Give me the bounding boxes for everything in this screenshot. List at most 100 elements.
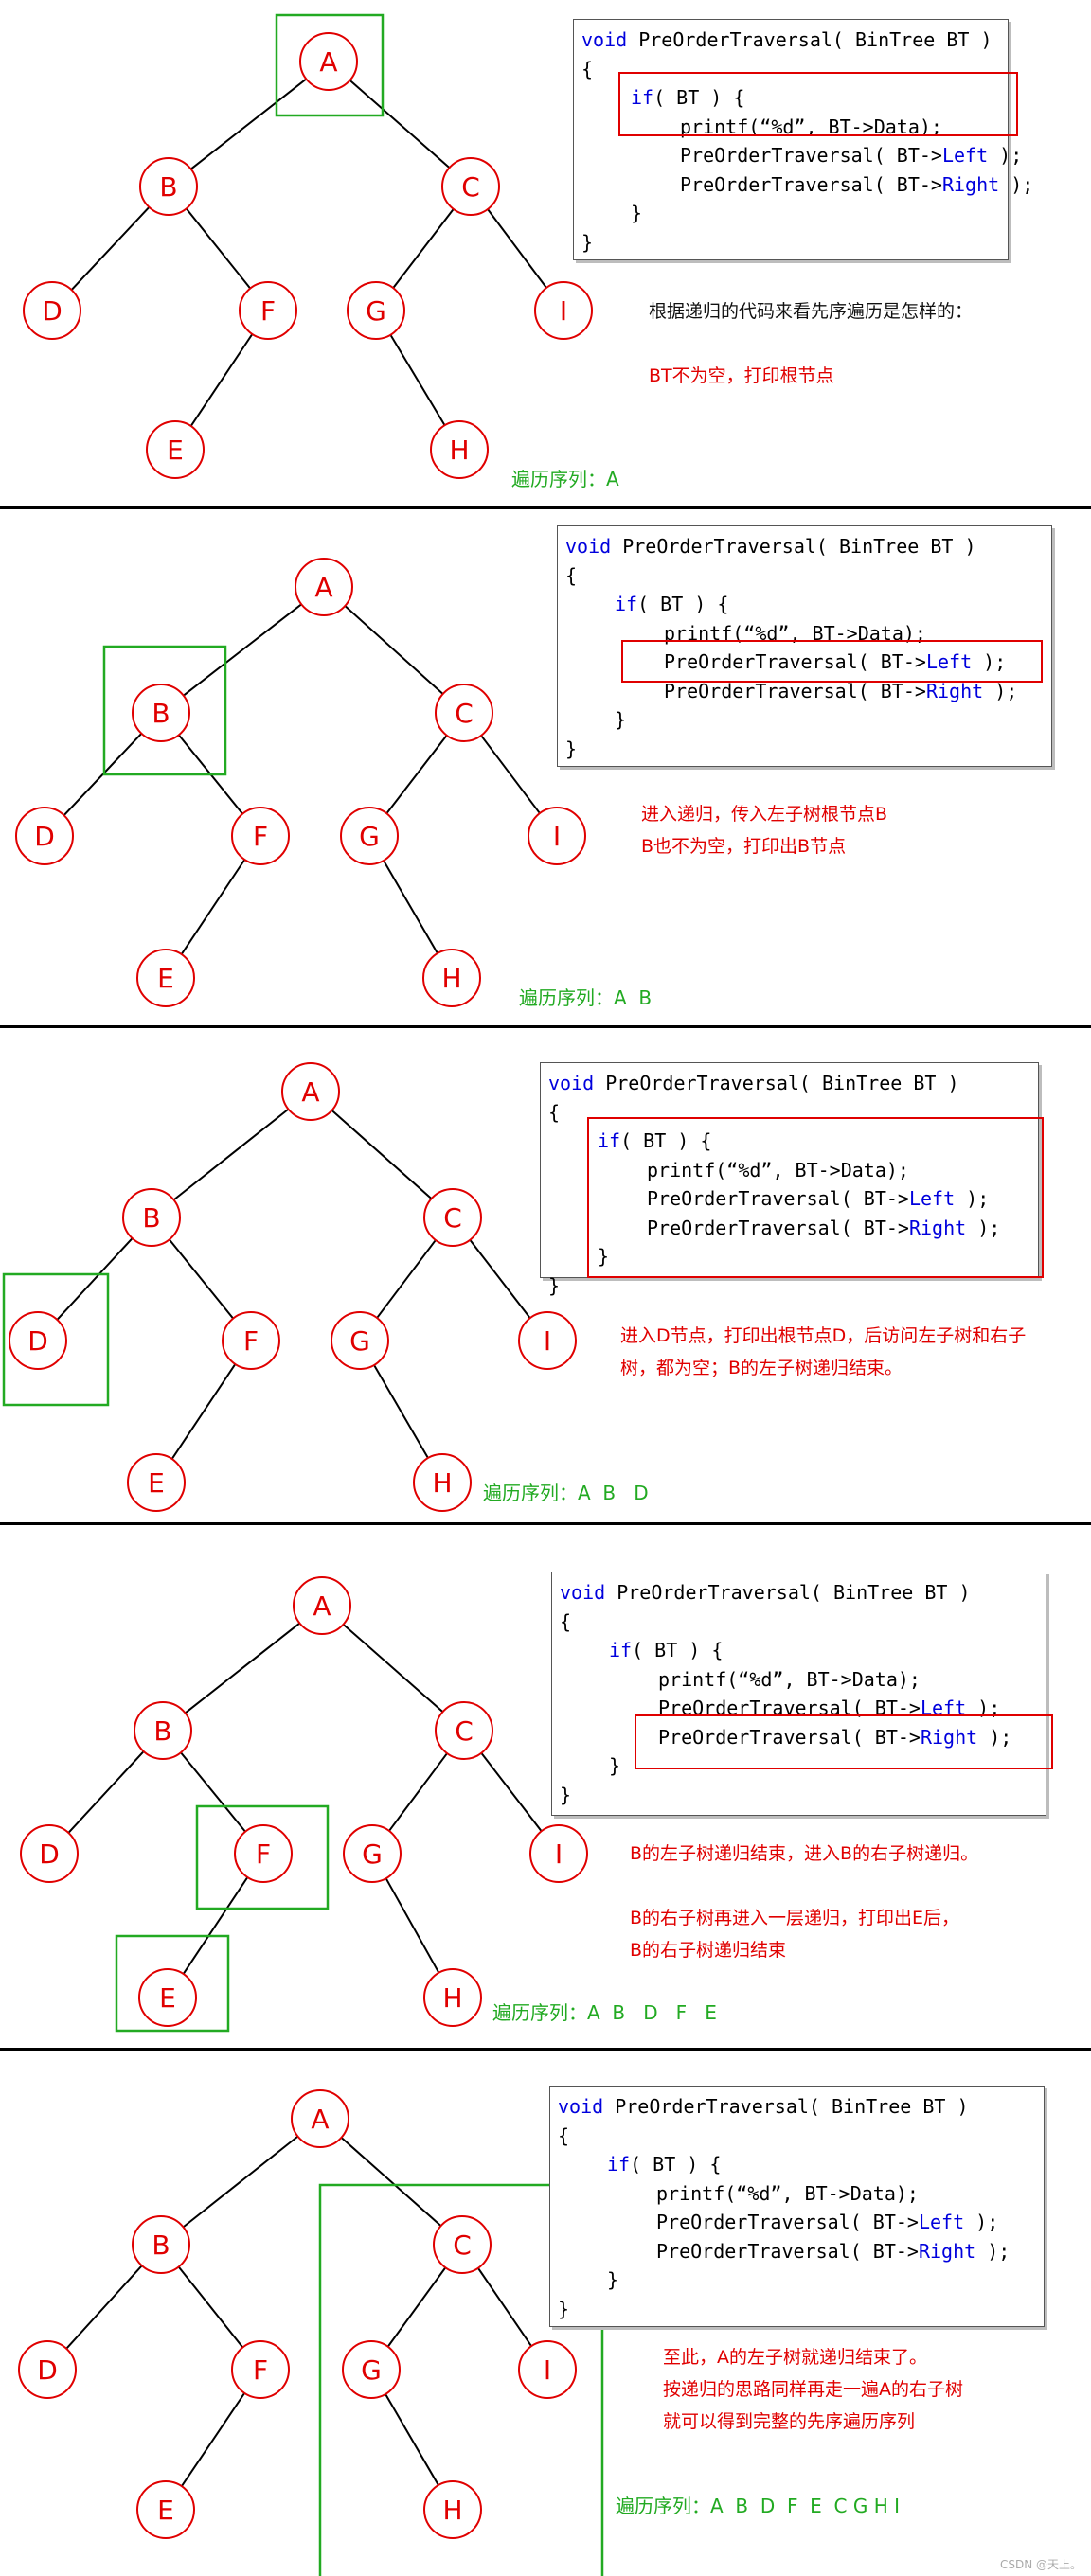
code-keyword: Right [941, 172, 1000, 196]
explanation-line [630, 1870, 978, 1902]
code-text: printf(“%d”, BT->Data); [658, 1667, 921, 1691]
code-signature: void PreOrderTraversal( BinTree BT ) [558, 2092, 1044, 2122]
tree-node-label: H [449, 435, 469, 466]
explanation-line: B也不为空，打印出B节点 [641, 836, 847, 857]
code-text: printf(“%d”, BT->Data); [680, 115, 942, 138]
tree-node-label: B [152, 2230, 170, 2261]
code-keyword: Right [918, 2239, 976, 2263]
tree-node-label: B [159, 171, 177, 203]
tree-node-label: F [243, 1325, 259, 1357]
code-keyword: Left [941, 144, 989, 167]
tree-node-D: D [23, 281, 81, 340]
tree-edge-A-B [182, 2135, 299, 2229]
tree-node-G: G [347, 281, 405, 340]
explanation-line: 进入D节点，打印出根节点D，后访问左子树和右子 [620, 1325, 1027, 1346]
code-keyword: Right [920, 1725, 978, 1749]
code-text: if( BT ) { [598, 1129, 712, 1152]
tree-edge-F-E [180, 859, 246, 955]
explanation-line: B的左子树递归结束，进入B的右子树递归。 [630, 1843, 979, 1864]
tree-edge-F-E [170, 1363, 237, 1460]
code-text: if( BT ) { [631, 86, 745, 109]
tree-node-label: C [461, 171, 480, 203]
tree-node-label: E [159, 1982, 176, 2014]
code-text: ); [983, 679, 1018, 702]
code-text: ); [975, 2239, 1011, 2263]
code-inner-close: } [581, 199, 1008, 228]
tree-edge-B-D [67, 1750, 145, 1834]
tree-edge-B-D [70, 206, 151, 291]
tree-edge-G-H [383, 860, 438, 954]
tree-node-label: H [442, 2495, 462, 2526]
code-text: } [609, 1754, 621, 1777]
code-box: void PreOrderTraversal( BinTree BT ){if(… [557, 525, 1052, 767]
tree-node-label: E [167, 435, 184, 466]
code-keyword: Left [918, 2211, 965, 2233]
code-box: void PreOrderTraversal( BinTree BT ){if(… [549, 2086, 1045, 2327]
tree-node-label: G [366, 295, 386, 327]
current-node-highlight [275, 13, 385, 117]
tree-edge-B-D [56, 1237, 134, 1321]
tree-node-A: A [281, 1062, 340, 1121]
code-text: PreOrderTraversal( BT-> [647, 1187, 909, 1210]
code-if: if( BT ) { [548, 1127, 1038, 1156]
code-open-brace: { [565, 561, 1051, 591]
tree-node-I: I [518, 1311, 577, 1370]
code-call-left: PreOrderTraversal( BT->Left ); [548, 1184, 1038, 1214]
tree-node-G: G [331, 1311, 389, 1370]
tree-node-label: I [553, 821, 561, 852]
tree-edge-C-I [477, 2267, 532, 2347]
tree-node-B: B [132, 684, 190, 742]
code-text: { [581, 57, 594, 80]
code-close-brace: } [558, 2295, 1044, 2324]
code-call-left: PreOrderTraversal( BT->Left ); [565, 648, 1051, 677]
tree-node-C: C [433, 2215, 492, 2274]
tree-node-F: F [222, 1311, 280, 1370]
code-box: void PreOrderTraversal( BinTree BT ){if(… [551, 1572, 1046, 1816]
tree-edge-A-B [172, 1108, 290, 1201]
tree-node-label: H [442, 1982, 462, 2014]
code-printf: printf(“%d”, BT->Data); [548, 1156, 1038, 1185]
tree-node-F: F [234, 1824, 293, 1883]
current-node-highlight [115, 1934, 230, 2033]
explanation-line [649, 328, 973, 360]
code-text: } [548, 1273, 561, 1297]
code-text: if( BT ) { [607, 2153, 722, 2176]
code-printf: printf(“%d”, BT->Data); [581, 113, 1008, 142]
code-highlight [635, 1714, 1053, 1769]
tree-edge-C-G [385, 735, 448, 814]
code-text: { [560, 1609, 572, 1633]
tree-node-H: H [430, 420, 489, 479]
tree-node-E: E [136, 949, 195, 1007]
tree-node-label: D [37, 2354, 58, 2386]
tree-edge-G-H [385, 1877, 440, 1974]
code-call-left: PreOrderTraversal( BT->Left ); [558, 2208, 1044, 2237]
current-node-highlight [195, 1804, 330, 1910]
tree-node-label: D [34, 821, 55, 852]
tree-edge-G-H [373, 1364, 429, 1459]
tree-node-label: I [560, 295, 567, 327]
tree-edge-C-I [469, 1239, 531, 1319]
current-node-highlight [318, 2183, 604, 2576]
explanation-text: 根据递归的代码来看先序遍历是怎样的：BT不为空，打印根节点 [649, 295, 973, 392]
current-node-highlight [102, 645, 227, 776]
code-open-brace: { [581, 55, 1008, 84]
explanation-text: 进入D节点，打印出根节点D，后访问左子树和右子树，都为空；B的左子树递归结束。 [620, 1320, 1026, 1384]
tree-edge-F-E [182, 1876, 249, 1975]
explanation-line: 根据递归的代码来看先序遍历是怎样的： [649, 301, 974, 322]
code-text: } [615, 708, 627, 731]
tree-edge-C-G [388, 1752, 448, 1832]
tree-node-E: E [146, 420, 205, 479]
tree-edge-A-B [183, 603, 302, 697]
tree-node-label: I [555, 1839, 563, 1870]
tree-edge-C-G [392, 208, 455, 289]
code-printf: printf(“%d”, BT->Data); [558, 2179, 1044, 2209]
tree-node-F: F [231, 807, 290, 865]
tree-edge-C-I [480, 735, 541, 814]
code-keyword: Left [908, 1187, 956, 1210]
tree-node-label: F [260, 295, 276, 327]
code-text: PreOrderTraversal( BT-> [658, 1725, 921, 1749]
tree-edge-B-F [177, 2265, 244, 2349]
panel-divider [0, 1522, 1091, 1525]
